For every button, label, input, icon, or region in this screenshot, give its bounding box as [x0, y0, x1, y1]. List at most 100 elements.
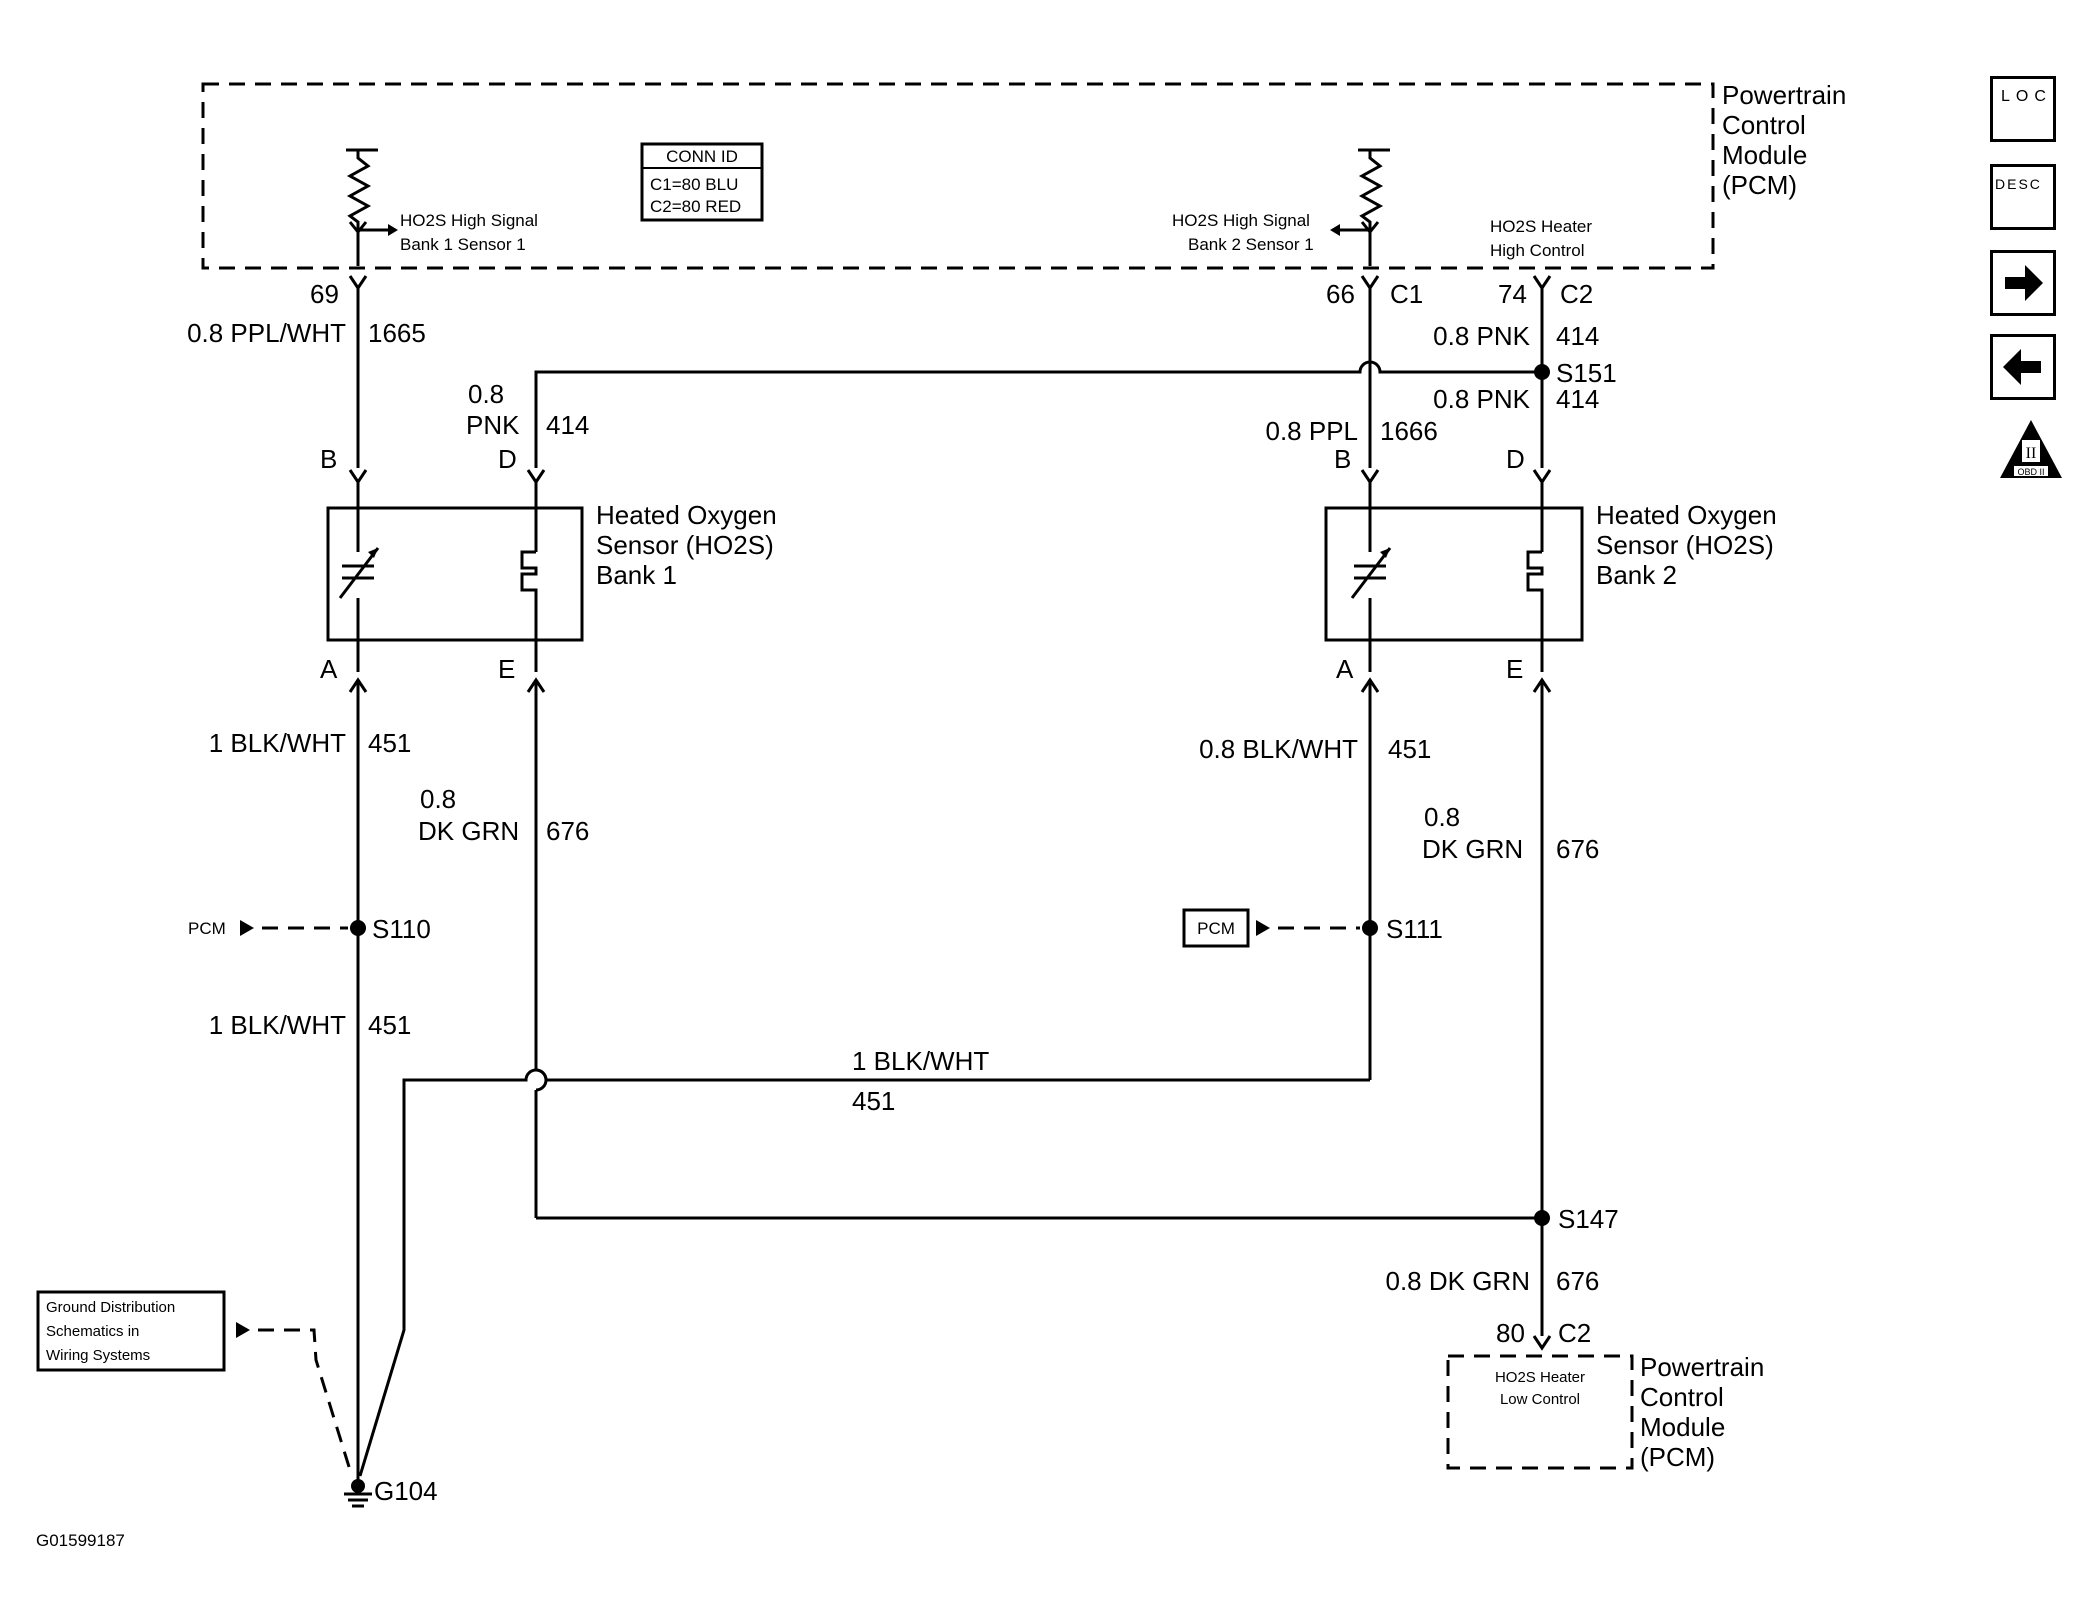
next-page-button[interactable]	[1990, 250, 2056, 316]
wire-676-b1-gauge: 0.8	[420, 784, 456, 814]
wire-676-bot-color: 0.8 DK GRN	[1386, 1266, 1531, 1296]
svg-text:Module: Module	[1722, 140, 1807, 170]
wire-676-b1-color: DK GRN	[418, 816, 519, 846]
location-icon: LOC	[2001, 88, 2046, 105]
arrow-left-icon	[2003, 349, 2041, 385]
svg-text:(PCM): (PCM)	[1722, 170, 1797, 200]
wire-451-b1-color: 1 BLK/WHT	[209, 728, 346, 758]
splice-s110	[350, 920, 366, 936]
svg-text:PCM: PCM	[1197, 919, 1235, 938]
heater-high-label-1: HO2S Heater	[1490, 217, 1592, 236]
description-button[interactable]: DESC	[1990, 164, 2056, 230]
wire-414-top-color: 0.8 PNK	[1433, 321, 1530, 351]
splice-s110-label: S110	[372, 914, 431, 944]
heater-element-icon	[520, 550, 538, 672]
svg-text:Heated Oxygen: Heated Oxygen	[596, 500, 777, 530]
svg-text:Wiring Systems: Wiring Systems	[46, 1347, 150, 1364]
pcm-ref-left[interactable]: PCM	[188, 919, 226, 938]
wire-451-b2-number: 451	[1388, 734, 1431, 764]
variable-resistor-icon	[1350, 547, 1392, 599]
arrow-right-icon	[236, 1322, 250, 1338]
b2-signal-label-2: Bank 2 Sensor 1	[1188, 235, 1314, 254]
obd-ii-icon: II OBD II	[2000, 420, 2062, 478]
splice-s111	[1362, 920, 1378, 936]
svg-text:E: E	[1506, 654, 1523, 684]
svg-text:Powertrain: Powertrain	[1722, 80, 1846, 110]
svg-text:Bank 1: Bank 1	[596, 560, 677, 590]
heater-low-label-2: Low Control	[1500, 1391, 1580, 1408]
svg-text:Powertrain: Powertrain	[1640, 1352, 1764, 1382]
wire-1665-color: 0.8 PPL/WHT	[187, 318, 346, 348]
svg-text:(PCM): (PCM)	[1640, 1442, 1715, 1472]
pcm-bottom-title: Powertrain Control Module (PCM)	[1640, 1352, 1764, 1472]
ground-ref-link	[258, 1328, 352, 1471]
arrow-right-icon	[1256, 920, 1270, 936]
wire-414-top-number: 414	[1556, 321, 1599, 351]
svg-text:Sensor (HO2S): Sensor (HO2S)	[1596, 530, 1774, 560]
splice-s147-label: S147	[1558, 1204, 1619, 1234]
wire-451-low-number: 451	[368, 1010, 411, 1040]
svg-text:DESC: DESC	[1995, 176, 2042, 192]
wire-451-b1-number: 451	[368, 728, 411, 758]
pcm-top-box	[201, 82, 1715, 270]
connector-c1: C1	[1390, 279, 1423, 309]
wire-676-b2-gauge: 0.8	[1424, 802, 1460, 832]
wire-676-b1-number: 676	[546, 816, 589, 846]
ground-distribution-ref[interactable]: Ground Distribution Schematics in Wiring…	[36, 1290, 226, 1372]
svg-text:C1=80 BLU: C1=80 BLU	[650, 175, 738, 194]
b1-signal-label-2: Bank 1 Sensor 1	[400, 235, 526, 254]
svg-text:B: B	[1334, 444, 1351, 474]
svg-text:Module: Module	[1640, 1412, 1725, 1442]
pin-74: 74	[1498, 279, 1527, 309]
heater-element-icon	[1526, 550, 1544, 672]
wire-451-h-color: 1 BLK/WHT	[852, 1046, 989, 1076]
wire-414-b1-gauge: 0.8	[468, 379, 504, 409]
wire-451-horizontal	[358, 1068, 1370, 1477]
svg-text:Sensor (HO2S): Sensor (HO2S)	[596, 530, 774, 560]
pcm-ref-right[interactable]: PCM	[1182, 908, 1250, 948]
splice-s111-label: S111	[1386, 914, 1443, 944]
svg-text:Bank 2: Bank 2	[1596, 560, 1677, 590]
svg-text:Control: Control	[1640, 1382, 1724, 1412]
description-icon: DESC	[1995, 176, 2042, 192]
arrow-right-icon	[2005, 265, 2043, 301]
splice-s147	[1534, 1210, 1550, 1226]
heater-low-label-1: HO2S Heater	[1495, 1369, 1585, 1386]
b2-signal-label-1: HO2S High Signal	[1172, 211, 1310, 230]
wire-414-b1-number: 414	[546, 410, 589, 440]
obd-ii-button[interactable]: II OBD II	[1996, 416, 2066, 482]
wire-676-bot-number: 676	[1556, 1266, 1599, 1296]
sensor-bank1: B D Heated Oxygen Sensor (HO2S) Bank 1 A…	[320, 444, 777, 684]
svg-text:CONN ID: CONN ID	[666, 147, 738, 166]
svg-text:Schematics in: Schematics in	[46, 1323, 139, 1340]
svg-text:Heated Oxygen: Heated Oxygen	[1596, 500, 1777, 530]
svg-text:II: II	[2026, 445, 2037, 462]
conn-id-box: CONN ID C1=80 BLU C2=80 RED	[640, 142, 764, 222]
variable-resistor-icon	[338, 547, 380, 599]
resistor-bank1-icon	[346, 148, 398, 266]
wire-451-b2-color: 0.8 BLK/WHT	[1199, 734, 1358, 764]
arrow-right-icon	[240, 920, 254, 936]
wire-1666-number: 1666	[1380, 416, 1438, 446]
previous-page-button[interactable]	[1990, 334, 2056, 400]
svg-text:A: A	[320, 654, 338, 684]
pcm-top-title: Powertrain Control Module (PCM)	[1722, 80, 1846, 200]
wire-1666-color: 0.8 PPL	[1265, 416, 1358, 446]
ground-g104-icon	[344, 1479, 372, 1508]
svg-text:Ground Distribution: Ground Distribution	[46, 1299, 175, 1316]
sensor-bank2: B D Heated Oxygen Sensor (HO2S) Bank 2 A…	[1324, 444, 1777, 684]
location-button[interactable]: LOC	[1990, 76, 2056, 142]
b1-signal-label-1: HO2S High Signal	[400, 211, 538, 230]
svg-text:D: D	[1506, 444, 1525, 474]
wire-451-low-color: 1 BLK/WHT	[209, 1010, 346, 1040]
pin-69: 69	[310, 279, 339, 309]
pin-80: 80	[1496, 1318, 1525, 1348]
svg-text:E: E	[498, 654, 515, 684]
wire-414-b1-color: PNK	[466, 410, 520, 440]
splice-s151-label: S151	[1556, 358, 1617, 388]
wire-451-h-number: 451	[852, 1086, 895, 1116]
pcm-bottom-box	[1446, 1354, 1634, 1470]
connector-c2: C2	[1560, 279, 1593, 309]
svg-text:C2=80 RED: C2=80 RED	[650, 197, 741, 216]
